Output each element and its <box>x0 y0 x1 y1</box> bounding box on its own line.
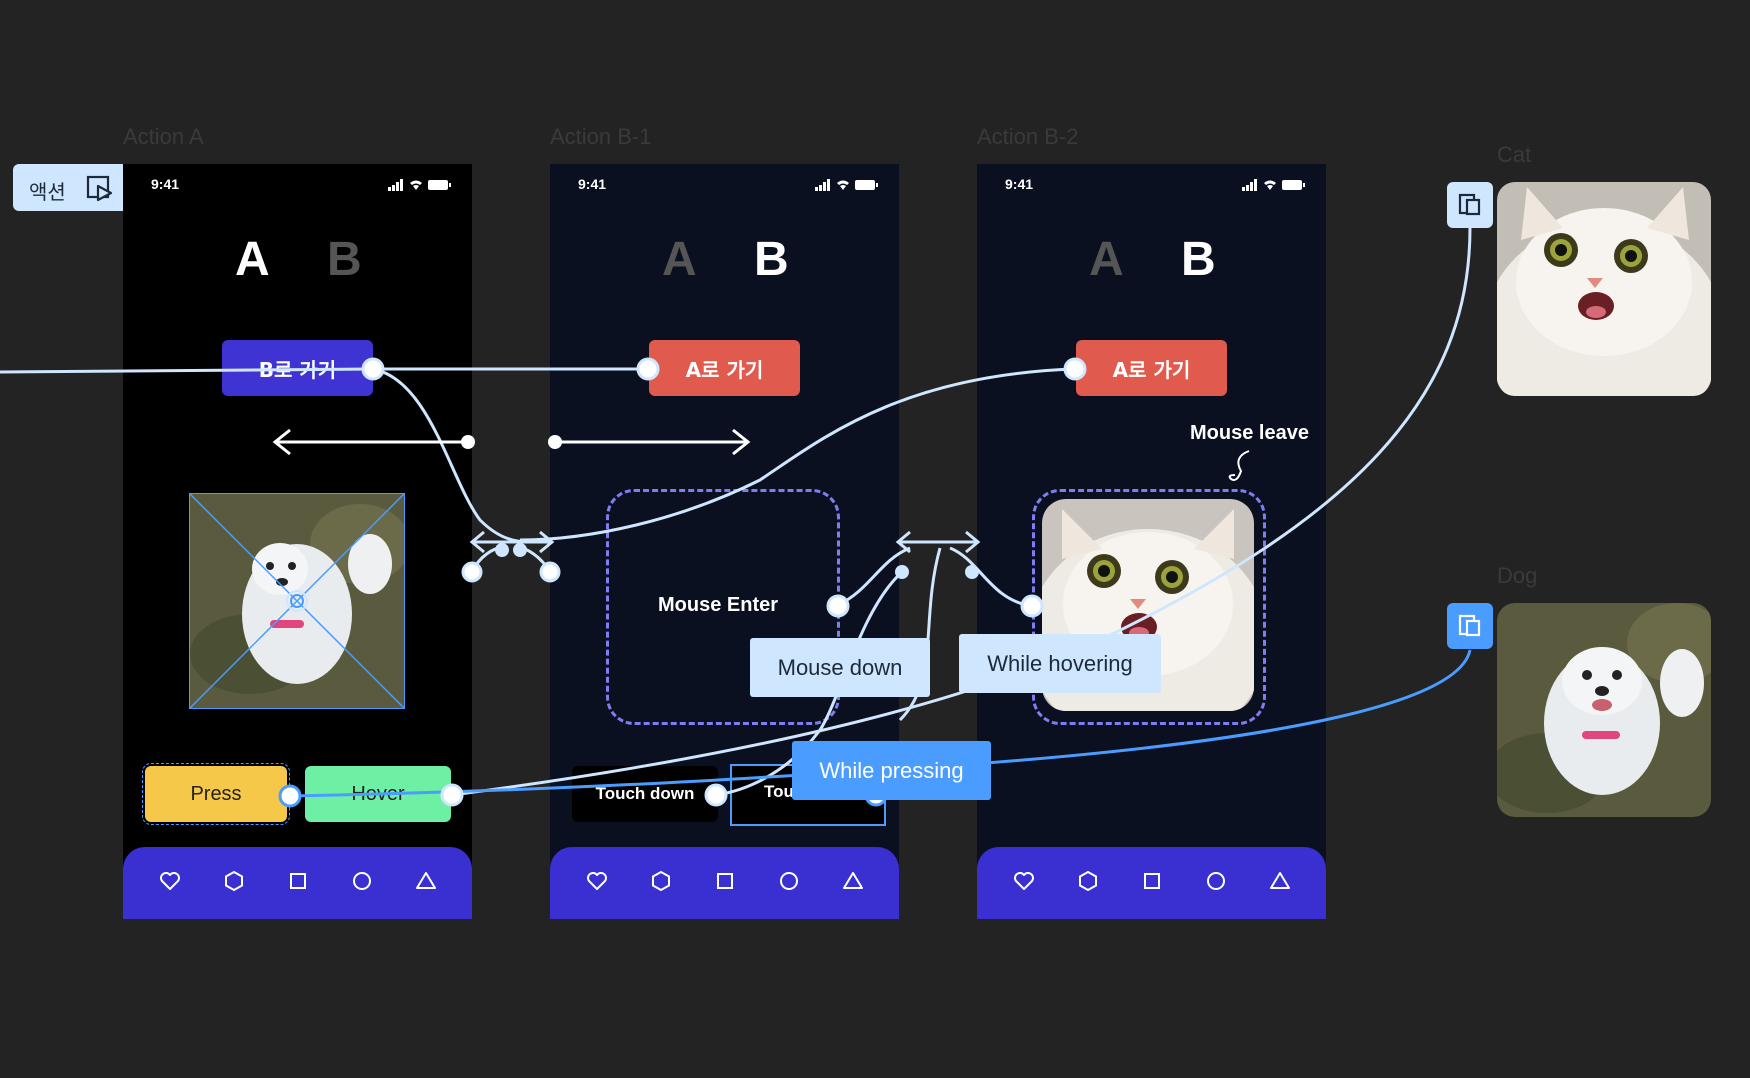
action-tag-label: 액션 <box>29 176 66 205</box>
bottom-nav <box>550 847 899 919</box>
triangle-icon[interactable] <box>1268 869 1292 893</box>
go-a-button[interactable]: A로 가기 <box>649 340 800 396</box>
cat-photo-illustration <box>1497 182 1711 396</box>
while-hovering-label[interactable]: While hovering <box>959 634 1161 693</box>
action-tag[interactable]: 액션 <box>13 164 123 211</box>
square-icon[interactable] <box>713 869 737 893</box>
press-chip[interactable]: Press <box>145 766 287 822</box>
bottom-nav <box>977 847 1326 919</box>
heart-icon[interactable] <box>585 869 609 893</box>
circle-icon[interactable] <box>350 869 374 893</box>
circle-icon[interactable] <box>1204 869 1228 893</box>
status-time: 9:41 <box>578 176 606 192</box>
mouse-leave-label: Mouse leave <box>1190 422 1309 445</box>
hexagon-icon[interactable] <box>1076 869 1100 893</box>
dog-photo-illustration <box>1497 603 1711 817</box>
tab-a[interactable]: A <box>1089 232 1124 287</box>
dog-image-placeholder[interactable] <box>189 493 405 709</box>
tab-b[interactable]: B <box>1181 232 1216 287</box>
mouse-down-label[interactable]: Mouse down <box>750 638 930 697</box>
status-time: 9:41 <box>1005 176 1033 192</box>
cat-component-image[interactable] <box>1497 182 1711 396</box>
phone-frame-action-b2[interactable]: 9:41 A B A로 가기 Mouse leave <box>977 164 1326 919</box>
status-icons <box>815 178 879 192</box>
component-link-icon <box>1457 192 1483 218</box>
touch-down-chip[interactable]: Touch down <box>572 766 718 822</box>
component-link-icon <box>1457 613 1483 639</box>
hexagon-icon[interactable] <box>649 869 673 893</box>
go-a-button[interactable]: A로 가기 <box>1076 340 1227 396</box>
status-bar: 9:41 <box>151 176 452 196</box>
cat-component-tag[interactable] <box>1447 182 1493 228</box>
play-frame-icon <box>85 174 115 202</box>
square-icon[interactable] <box>286 869 310 893</box>
cat-component-title[interactable]: Cat <box>1497 142 1531 168</box>
phone-frame-action-b1[interactable]: 9:41 A B A로 가기 Mouse Enter Touch down To… <box>550 164 899 919</box>
swap-node[interactable] <box>463 532 559 581</box>
tab-b[interactable]: B <box>327 232 362 287</box>
triangle-icon[interactable] <box>414 869 438 893</box>
touch-chip-label: Tou <box>764 782 794 802</box>
square-icon[interactable] <box>1140 869 1164 893</box>
frame-title-action-b2[interactable]: Action B-2 <box>977 124 1079 150</box>
phone-frame-action-a[interactable]: 9:41 A B B로 가기 Press Hover <box>123 164 472 919</box>
heart-icon[interactable] <box>158 869 182 893</box>
status-icons <box>388 178 452 192</box>
dog-component-title[interactable]: Dog <box>1497 563 1537 589</box>
status-bar: 9:41 <box>1005 176 1306 196</box>
tab-b[interactable]: B <box>754 232 789 287</box>
status-time: 9:41 <box>151 176 179 192</box>
go-b-button[interactable]: B로 가기 <box>222 340 373 396</box>
hover-chip[interactable]: Hover <box>305 766 451 822</box>
hexagon-icon[interactable] <box>222 869 246 893</box>
tab-a[interactable]: A <box>235 232 270 287</box>
while-pressing-label[interactable]: While pressing <box>792 741 991 800</box>
dog-photo-illustration <box>190 494 404 708</box>
dog-component-image[interactable] <box>1497 603 1711 817</box>
cursor-curl-icon <box>1227 449 1257 489</box>
status-icons <box>1242 178 1306 192</box>
mouse-enter-label: Mouse Enter <box>658 594 778 617</box>
tab-a[interactable]: A <box>662 232 697 287</box>
frame-title-action-b1[interactable]: Action B-1 <box>550 124 652 150</box>
status-bar: 9:41 <box>578 176 879 196</box>
dog-component-tag[interactable] <box>1447 603 1493 649</box>
triangle-icon[interactable] <box>841 869 865 893</box>
heart-icon[interactable] <box>1012 869 1036 893</box>
circle-icon[interactable] <box>777 869 801 893</box>
bottom-nav <box>123 847 472 919</box>
frame-title-action-a[interactable]: Action A <box>123 124 204 150</box>
